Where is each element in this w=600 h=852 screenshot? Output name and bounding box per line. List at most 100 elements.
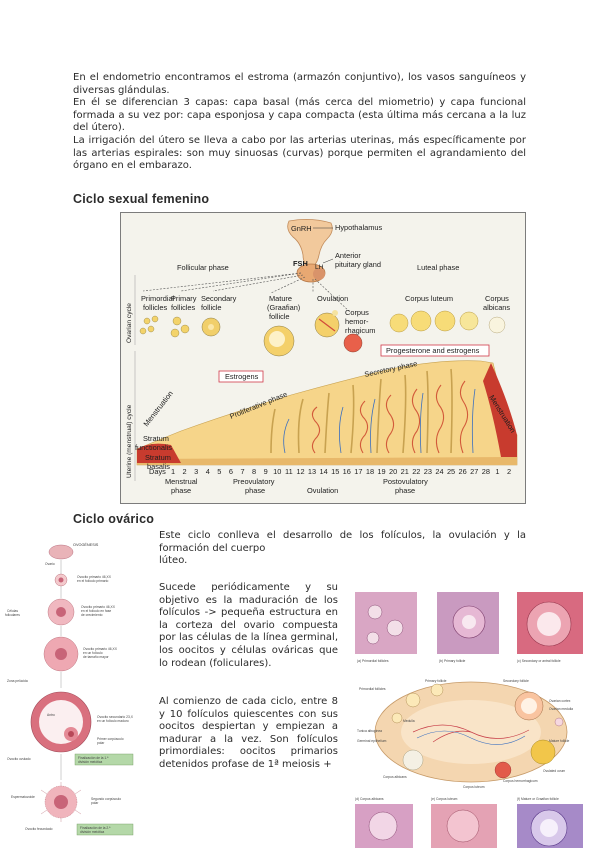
endometrium-illustration [136, 360, 518, 466]
day-tick-16: 16 [343, 467, 351, 476]
day-tick-8: 8 [252, 467, 256, 476]
day-tick-19: 19 [377, 467, 385, 476]
antro-label: Antro [47, 713, 55, 717]
oogenesis-diagram: OVOGÉNESIS Ovario Ovocito primario 46,XX… [5, 540, 155, 848]
ovocito4-label-1: Ovocito secundario 23,X [97, 715, 134, 719]
postovulatory-phase-label-2: phase [395, 486, 415, 495]
ovary-histology-figure: (a) Primordial follicles (b) Primary fol… [353, 582, 585, 848]
ovocito3-label-3: de tamaño mayor [83, 655, 110, 659]
segundo-cuerpo-label-1: Segundo corpúsculo [91, 797, 121, 801]
zona-label: Zona pelúcida [7, 679, 28, 683]
ovocito4-label-2: en un folículo maduro [97, 719, 129, 723]
histology-label-luteum: Corpus luteum [463, 785, 485, 789]
corpus-hemorrhagicum-label-1: Corpus [345, 308, 369, 317]
ovary-paragraph-2: Sucede periódicamente y su objetivo es l… [159, 582, 338, 669]
anterior-pituitary-label-2: pituitary gland [335, 260, 381, 269]
menstruation-label-left: Menstruation [141, 389, 174, 428]
histology-label-medulla-ovary: Ovarian medulla [549, 707, 573, 711]
histology-label-secondary: Secondary follicle [503, 679, 529, 683]
oogenesis-title: OVOGÉNESIS [73, 542, 99, 547]
histology-label-germinal: Germinal epithelium [357, 739, 387, 743]
ovocito2-label-2: en el folículo en fase [81, 609, 111, 613]
ovocito1-label-2: en el folículo primario [77, 579, 109, 583]
intro-paragraph-3: La irrigación del útero se lleva a cabo … [73, 135, 526, 172]
histology-b-label: (b) Primary follicle [439, 659, 466, 663]
mature-label-1: Mature [269, 294, 292, 303]
histology-label-primary: Primary follicle [425, 679, 447, 683]
histology-label-mature: Mature follicle [549, 739, 570, 743]
day-tick-9: 9 [264, 467, 268, 476]
day-tick-3: 3 [194, 467, 198, 476]
ovary-histology-svg: (a) Primordial follicles (b) Primary fol… [353, 582, 585, 848]
day-tick-14: 14 [320, 467, 328, 476]
secondary-label-1: Secondary [201, 294, 237, 303]
ovulation-label: Ovulation [317, 294, 348, 303]
ovocito-ovulado-label: Ovocito ovulado [7, 757, 31, 761]
ovocito2-label-1: Ovocito primario 46,XX [81, 605, 116, 609]
follicular-phase-label: Follicular phase [177, 263, 229, 272]
section-heading-ciclo-ovarico: Ciclo ovárico [73, 512, 155, 526]
stratum-functionalis-label-1: Stratum [143, 434, 169, 443]
progesterone-box [380, 344, 490, 357]
day-tick-13: 13 [308, 467, 316, 476]
ovocito2-label-3: de crecimiento [81, 613, 103, 617]
oogenesis-svg: OVOGÉNESIS Ovario Ovocito primario 46,XX… [5, 542, 134, 836]
primordial-label-2: follicles [143, 303, 168, 312]
fsh-label: FSH [293, 259, 308, 268]
menstrual-phase-label-1: Menstrual [165, 477, 198, 486]
mature-label-2: (Graafian) [267, 303, 300, 312]
stratum-functionalis-label-2: functionalis [135, 443, 172, 452]
day-tick-17: 17 [354, 467, 362, 476]
primer-cuerpo-label-1: Primer corpúsculo [97, 737, 124, 741]
histology-label-ovulated: Ovulated ovum [543, 769, 565, 773]
gnrh-label: GnRH [291, 224, 312, 233]
female-cycle-diagram: GnRH Hypothalamus FSH LH Anterior pituit… [121, 219, 518, 495]
day-tick-20: 20 [389, 467, 397, 476]
anterior-pituitary-label-1: Anterior [335, 251, 361, 260]
day-tick-7: 7 [240, 467, 244, 476]
day-tick-22: 22 [412, 467, 420, 476]
day-tick-15: 15 [331, 467, 339, 476]
corpus-albicans-label-1: Corpus [485, 294, 509, 303]
ovulation-bottom-label: Ovulation [307, 486, 338, 495]
luteal-phase-label: Luteal phase [417, 263, 459, 272]
day-tick-5: 5 [217, 467, 221, 476]
stratum-basalis-label-1: Stratum [145, 453, 171, 462]
stratum-basalis-label-2: basalis [147, 462, 170, 471]
fin1-label-1: Finalización de la 1.ª [78, 756, 109, 760]
celulas-label-2: foliculares [5, 613, 20, 617]
fin2-label-1: Finalización de la 2.ª [80, 826, 111, 830]
ovarian-cycle-side-label: Ovarian cycle [126, 303, 133, 343]
uterine-cycle-side-label: Uterine (menstrual) cycle [126, 404, 133, 478]
corpus-luteum-label: Corpus luteum [405, 294, 453, 303]
progesterone-label: Progesterone and estrogens [386, 346, 480, 355]
corpus-hemorrhagicum-label-2: hemor- [345, 317, 369, 326]
day-tick-18: 18 [366, 467, 374, 476]
day-tick-28: 28 [482, 467, 490, 476]
preovulatory-phase-label-1: Preovulatory [233, 477, 275, 486]
hypothalamus-label: Hypothalamus [335, 223, 383, 232]
day-tick-11: 11 [285, 467, 293, 476]
histology-label-cortex: Ovarian cortex [549, 699, 571, 703]
histology-label-primordial: Primordial follicles [359, 687, 386, 691]
histology-d-label: (d) Corpus albicans [355, 797, 384, 801]
day-tick-21: 21 [401, 467, 409, 476]
segundo-cuerpo-label-2: polar [91, 801, 99, 805]
section-heading-ciclo-sexual: Ciclo sexual femenino [73, 192, 210, 206]
fin2-label-2: división meiótica [80, 830, 104, 834]
intro-paragraph-2: En él se diferencian 3 capas: capa basal… [73, 97, 526, 134]
preovulatory-phase-label-2: phase [245, 486, 265, 495]
ovary-paragraph-1b: lúteo. [159, 555, 188, 566]
secondary-label-2: follicle [201, 303, 222, 312]
ovocito1-label-1: Ovocito primario 46,XX [77, 575, 112, 579]
histology-e-label: (e) Corpus luteum [431, 797, 458, 801]
day-tick-27: 27 [470, 467, 478, 476]
days-label: Days [149, 467, 166, 476]
day-tick-4: 4 [206, 467, 210, 476]
ovocito3-label-1: Ovocito primario 46,XX [83, 647, 118, 651]
mature-label-3: follicle [269, 312, 290, 321]
day-tick-29: 1 [495, 467, 499, 476]
day-tick-25: 25 [447, 467, 455, 476]
histology-label-hemorrhagicum: Corpus hemorrhagicum [503, 779, 538, 783]
